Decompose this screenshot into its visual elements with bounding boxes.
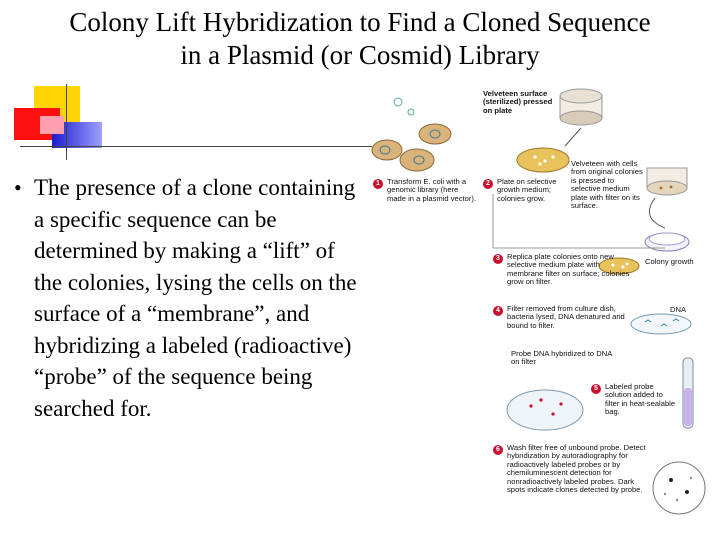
slide-title-line-1: Colony Lift Hybridization to Find a Clon… bbox=[0, 6, 720, 39]
decor-vertical-line bbox=[66, 84, 67, 160]
decor-horizontal-line bbox=[20, 146, 372, 147]
label-step-6: Wash filter free of unbound probe. Detec… bbox=[507, 444, 647, 494]
step-badge-4: 4 bbox=[493, 306, 503, 316]
step-badge-2: 2 bbox=[483, 179, 493, 189]
membrane-filter-icon bbox=[631, 314, 691, 334]
colony-lift-figure: Velveteen surface (sterilized) pressed o… bbox=[365, 88, 720, 528]
decor-pink-square bbox=[40, 116, 64, 134]
arrow-icon bbox=[565, 128, 581, 146]
label-probe-hybridized: Probe DNA hybridized to DNA on filter bbox=[511, 350, 621, 367]
label-velveteen-pressed: Velveteen surface (sterilized) pressed o… bbox=[483, 90, 553, 115]
arrow-icon bbox=[649, 198, 665, 228]
bubble-icon bbox=[394, 98, 402, 106]
step-badge-6: 6 bbox=[493, 445, 503, 455]
label-step-4: Filter removed from culture dish, bacter… bbox=[507, 305, 637, 330]
bubble-icon bbox=[408, 109, 414, 115]
step-badge-5: 5 bbox=[591, 384, 601, 394]
slide-title: Colony Lift Hybridization to Find a Clon… bbox=[0, 6, 720, 72]
label-step-1: Transform E. coli with a genomic library… bbox=[387, 178, 477, 203]
velveteen-with-cells-icon bbox=[647, 168, 687, 195]
velveteen-block-icon bbox=[560, 89, 602, 125]
step-badge-3: 3 bbox=[493, 254, 503, 264]
autoradiograph-icon bbox=[653, 462, 705, 514]
bullet-text: The presence of a clone containing a spe… bbox=[34, 172, 364, 424]
petri-dish-icon bbox=[517, 148, 569, 172]
label-velveteen-cells: Velveteen with cells from original colon… bbox=[571, 160, 645, 210]
label-step-2: Plate on selective growth medium; coloni… bbox=[497, 178, 567, 203]
bullet-dot-icon: • bbox=[14, 172, 22, 203]
hybridization-bag-icon bbox=[507, 390, 583, 430]
label-step-3: Replica plate colonies onto new selectiv… bbox=[507, 253, 637, 287]
label-colony-growth: Colony growth bbox=[645, 258, 715, 266]
step-badge-1: 1 bbox=[373, 179, 383, 189]
slide-title-line-2: in a Plasmid (or Cosmid) Library bbox=[0, 39, 720, 72]
label-step-5: Labeled probe solution added to filter i… bbox=[605, 383, 679, 417]
bacterium-cell-icon bbox=[372, 140, 402, 160]
bacterium-cell-icon bbox=[400, 149, 434, 171]
test-tube-icon bbox=[683, 358, 693, 428]
label-dna: DNA bbox=[670, 306, 710, 314]
bacterium-cell-icon bbox=[419, 124, 451, 144]
